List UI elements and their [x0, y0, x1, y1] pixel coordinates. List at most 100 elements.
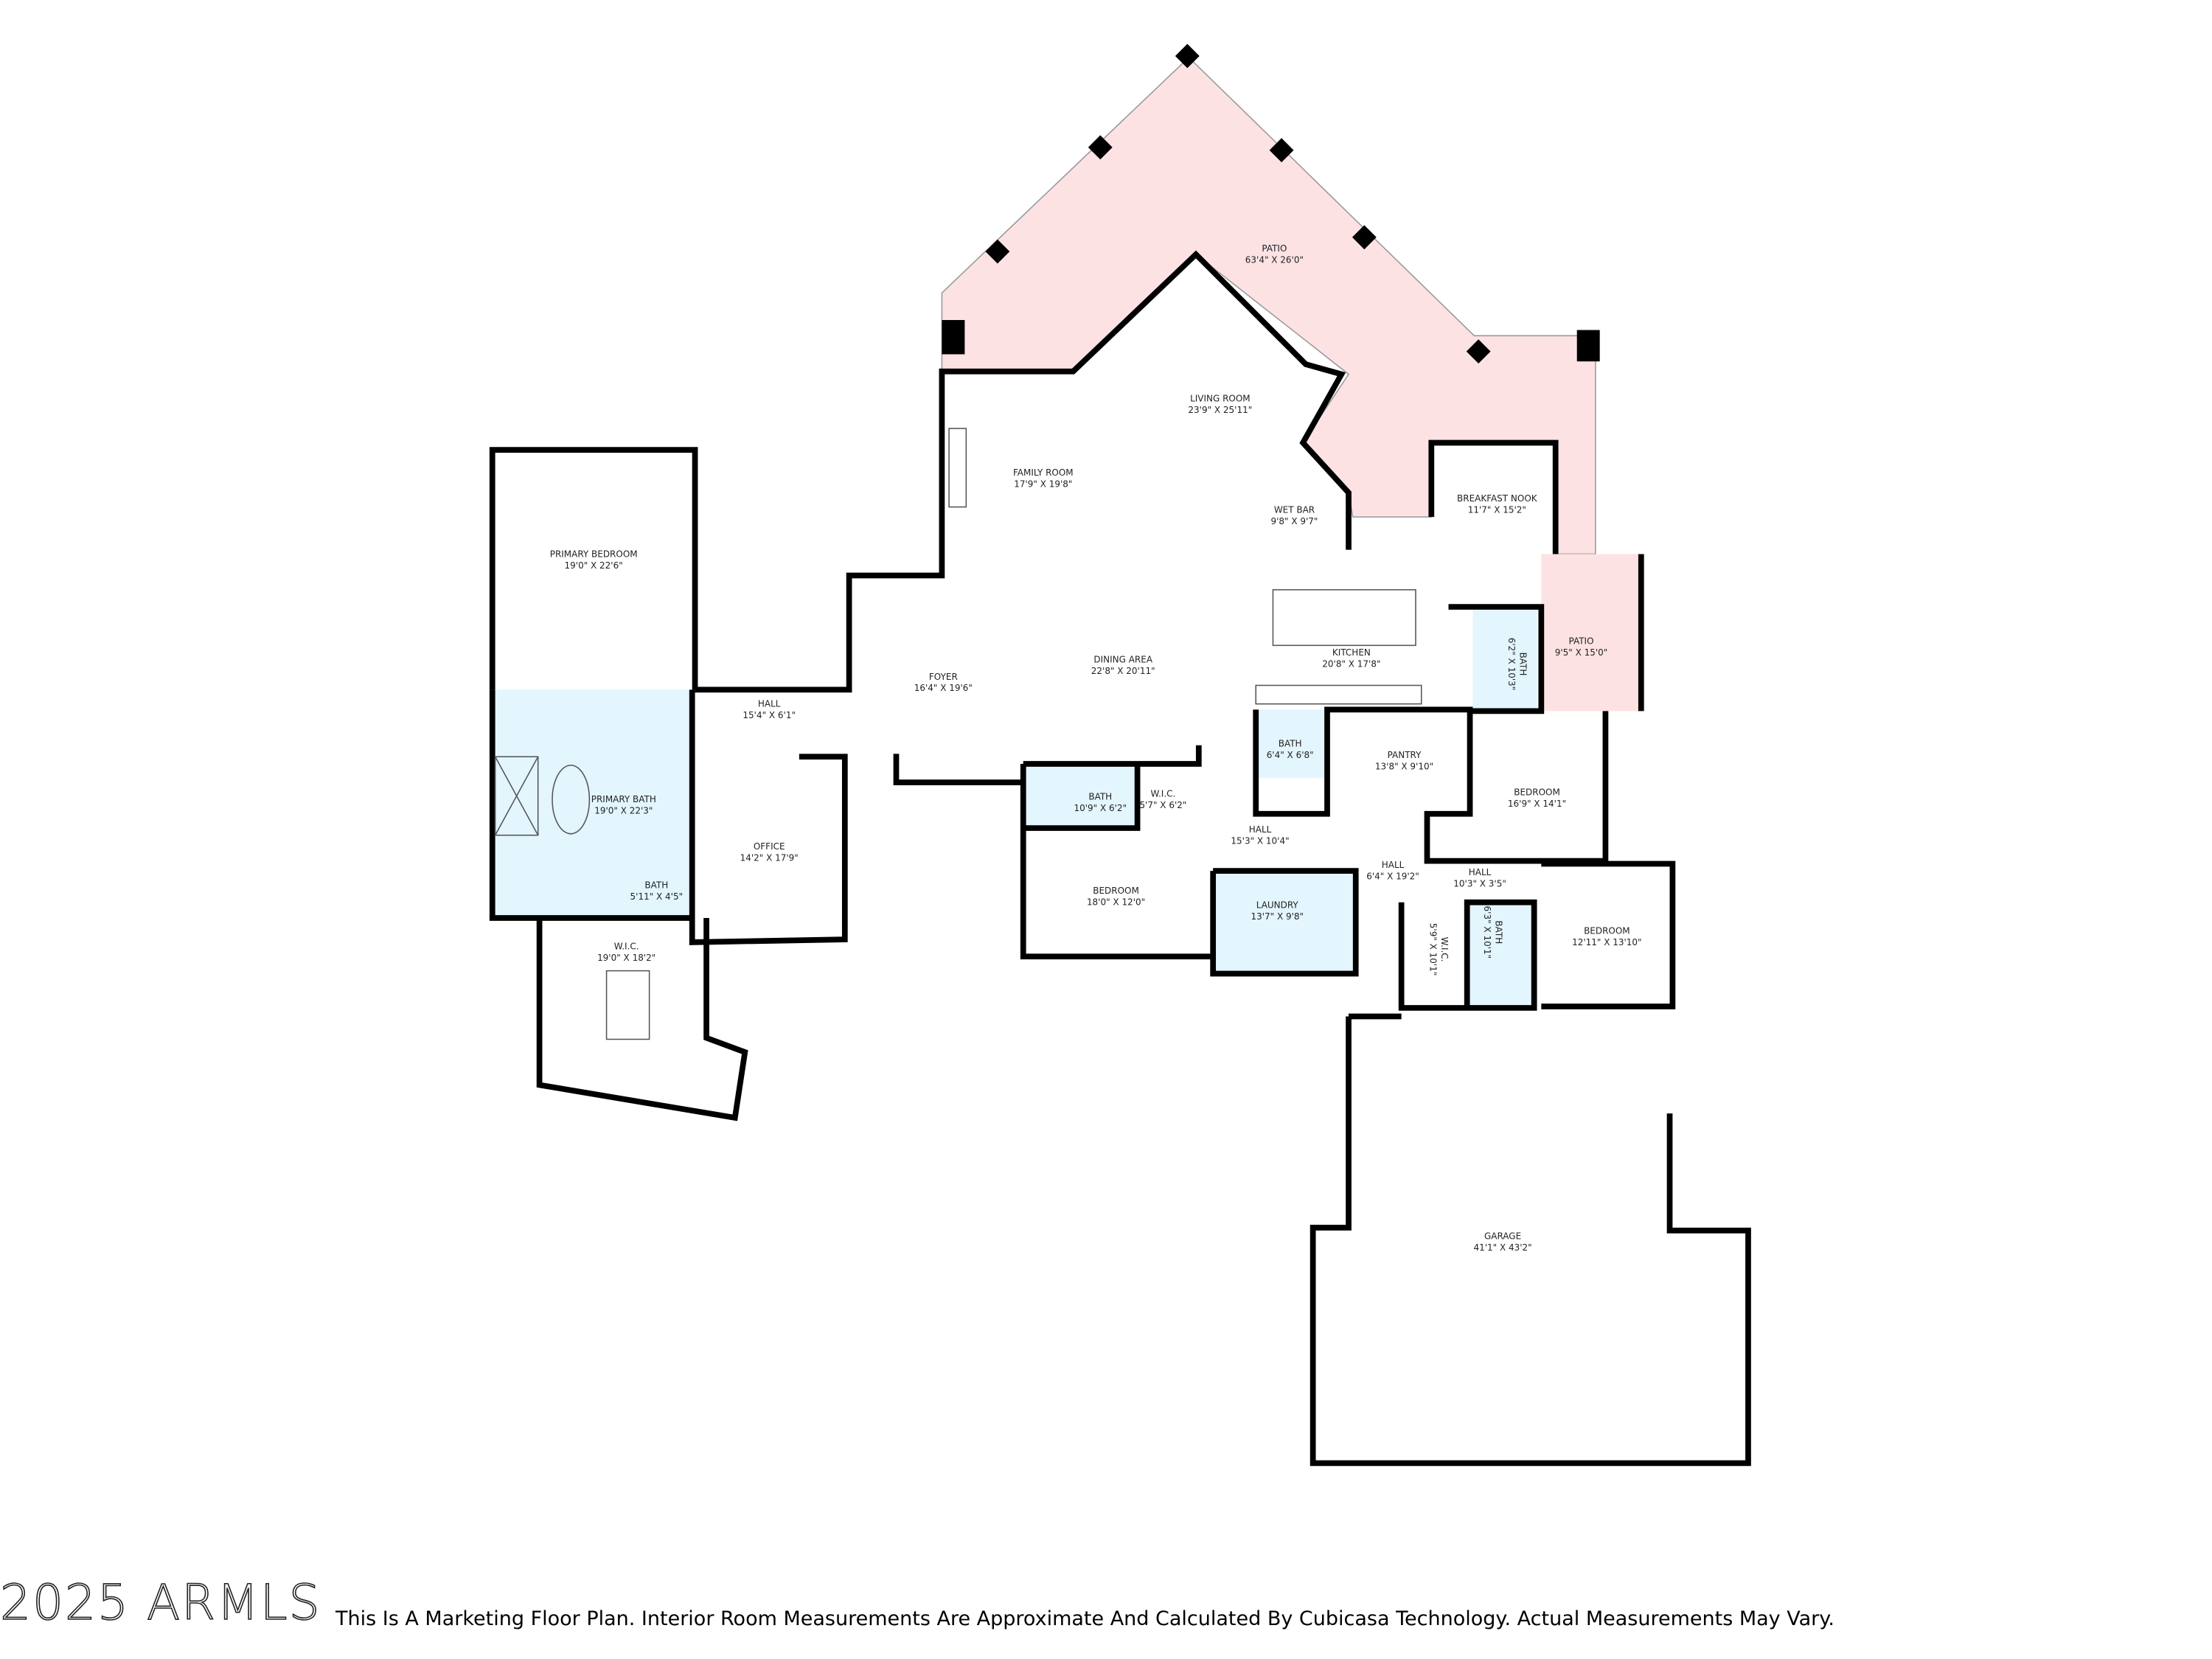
room-name: BEDROOM: [1093, 886, 1139, 896]
walls: [489, 250, 1751, 1467]
room-dimensions: 6'4" X 6'8": [1267, 750, 1314, 760]
room-name: HALL: [1382, 860, 1405, 870]
room-dimensions: 5'7" X 6'2": [1139, 800, 1186, 810]
room-name: DINING AREA: [1093, 655, 1152, 665]
room-name: W.I.C.: [1439, 937, 1450, 962]
room-label: PRIMARY BATH 19'0" X 22'3": [591, 794, 656, 815]
room-dimensions: 5'9" X 10'1": [1427, 923, 1438, 976]
room-name: LIVING ROOM: [1190, 393, 1251, 403]
armls-watermark: 2025 ARMLS: [0, 1573, 321, 1632]
room-name: PATIO: [1262, 243, 1287, 254]
room-name: BEDROOM: [1514, 787, 1560, 798]
room-dimensions: 9'8" X 9'7": [1271, 516, 1318, 526]
room-label: LIVING ROOM 23'9" X 25'11": [1188, 393, 1252, 414]
room-dimensions: 18'0" X 12'0": [1087, 897, 1145, 908]
bath-kitchen-area: [1256, 709, 1327, 779]
room-dimensions: 13'7" X 9'8": [1251, 911, 1304, 922]
room-dimensions: 41'1" X 43'2": [1473, 1242, 1531, 1253]
room-dimensions: 11'7" X 15'2": [1468, 504, 1526, 515]
room-label: W.I.C.19'0" X 18'2": [597, 942, 655, 963]
room-name: BATH: [1493, 920, 1503, 944]
room-dimensions: 13'8" X 9'10": [1375, 762, 1433, 772]
patio-columns: [942, 44, 1600, 364]
room-name: KITCHEN: [1332, 647, 1371, 658]
room-dimensions: 9'5" X 15'0": [1555, 647, 1608, 658]
room-dimensions: 16'9" X 14'1": [1508, 799, 1566, 809]
bath-bedroom-area: [1472, 607, 1537, 710]
room-name: BEDROOM: [1584, 925, 1630, 936]
room-dimensions: 5'11" X 4'5": [630, 891, 684, 902]
room-name: FAMILY ROOM: [1013, 467, 1074, 478]
room-name: WET BAR: [1274, 504, 1315, 515]
room-dimensions: 10'9" X 6'2": [1074, 803, 1127, 813]
patio-small-area: [1541, 554, 1641, 712]
room-name: OFFICE: [754, 841, 785, 852]
room-dimensions: 6'4" X 19'2": [1366, 872, 1419, 882]
bath-hall-area: [1023, 763, 1138, 829]
room-dimensions: 12'11" X 13'10": [1572, 937, 1641, 947]
room-name: BATH: [1517, 653, 1528, 676]
room-name: PATIO: [1569, 636, 1594, 646]
room-label: PANTRY 13'8" X 9'10": [1375, 750, 1433, 771]
room-name: PRIMARY BATH: [591, 794, 656, 804]
room-name: BREAKFAST NOOK: [1457, 493, 1538, 504]
room-dimensions: 23'9" X 25'11": [1188, 405, 1252, 415]
room-dimensions: 19'0" X 18'2": [597, 953, 655, 963]
room-dimensions: 20'8" X 17'8": [1322, 658, 1380, 669]
bath-bedroom2-area: [1467, 902, 1534, 1008]
room-name: PANTRY: [1388, 750, 1422, 760]
room-name: FOYER: [929, 672, 958, 682]
disclaimer-text: This Is A Marketing Floor Plan. Interior…: [335, 1607, 1834, 1630]
room-name: BATH: [644, 880, 668, 890]
room-name: W.I.C.: [614, 942, 639, 952]
room-name: W.I.C.: [1151, 788, 1176, 799]
room-name: BATH: [1279, 739, 1302, 749]
room-dimensions: 15'4" X 6'1": [742, 710, 796, 720]
fixtures: [494, 428, 1422, 1040]
room-dimensions: 19'0" X 22'3": [594, 806, 653, 816]
room-dimensions: 6'2" X 10'3": [1506, 638, 1517, 691]
room-name: LAUNDRY: [1256, 900, 1299, 910]
room-dimensions: 6'3" X 10'1": [1482, 906, 1492, 959]
room-dimensions: 22'8" X 20'11": [1091, 666, 1155, 676]
room-label: BATH 10'9" X 6'2": [1074, 791, 1127, 813]
room-name: HALL: [1249, 824, 1272, 835]
primary-bath-area: [492, 689, 692, 918]
room-name: HALL: [758, 699, 781, 709]
room-dimensions: 17'9" X 19'8": [1014, 479, 1072, 489]
room-name: PRIMARY BEDROOM: [550, 549, 638, 559]
room-dimensions: 63'4" X 26'0": [1245, 255, 1304, 265]
room-dimensions: 10'3" X 3'5": [1453, 878, 1506, 888]
room-dimensions: 14'2" X 17'9": [740, 853, 799, 863]
room-dimensions: 16'4" X 19'6": [914, 683, 973, 693]
room-label: W.I.C.5'9" X 10'1": [1427, 923, 1449, 976]
room-name: BATH: [1088, 791, 1112, 801]
room-name: GARAGE: [1484, 1231, 1521, 1241]
room-dimensions: 19'0" X 22'6": [565, 560, 623, 571]
room-name: HALL: [1469, 867, 1492, 877]
